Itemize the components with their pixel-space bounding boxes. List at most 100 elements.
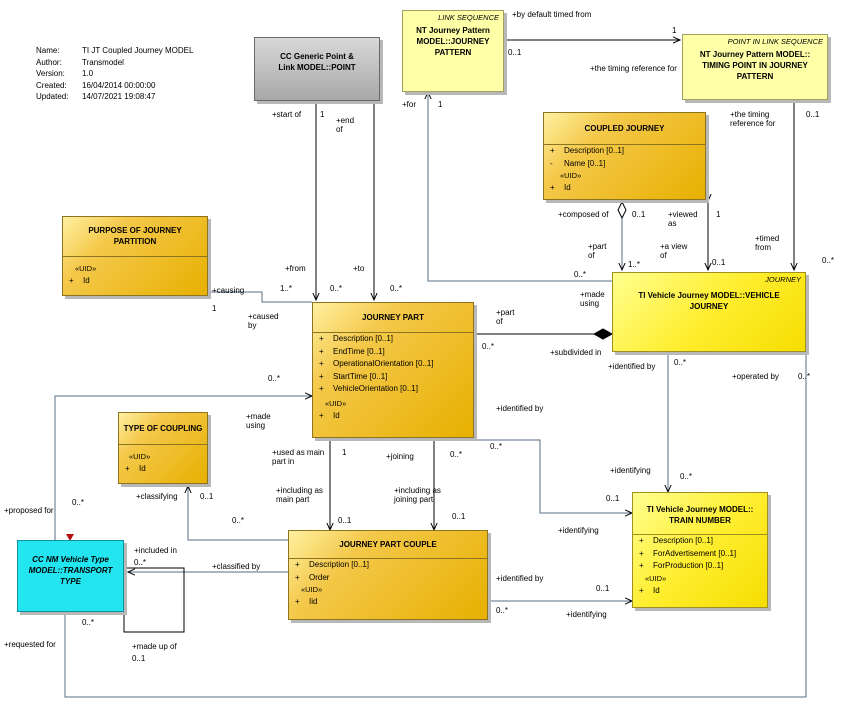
visibility: + (319, 346, 324, 356)
assoc-label: +causing (212, 286, 245, 295)
stereotype: POINT IN LINK SEQUENCE (727, 37, 823, 46)
assoc-label: +identified by (608, 362, 656, 371)
class-title: COUPLED JOURNEY (584, 124, 665, 133)
multiplicity: 1 (438, 100, 443, 109)
class-journey-part[interactable]: JOURNEY PART +Description [0..1] +EndTim… (312, 302, 474, 438)
link-proposed (54, 396, 312, 540)
class-purpose-of-journey-partition[interactable]: PURPOSE OF JOURNEY PARTITION «UID» +Id (62, 216, 208, 296)
multiplicity: 0..* (496, 606, 509, 615)
assoc-label: +timed from (755, 234, 780, 252)
attr-name: Iid (309, 597, 318, 606)
divider (633, 534, 767, 535)
class-title: JOURNEY PART (362, 313, 424, 322)
attr-name: Description [0..1] (653, 536, 714, 545)
stereotype: JOURNEY (765, 275, 801, 284)
multiplicity: 0..* (450, 450, 463, 459)
attr-name: Id (564, 183, 571, 192)
assoc-label: +requested for (4, 640, 56, 649)
assoc-label: +classified by (212, 562, 261, 571)
attribute: + OperationalOrientation [0..1] (313, 358, 473, 371)
multiplicity: 0..* (482, 342, 495, 351)
link-vj-pattern (428, 92, 612, 282)
diagram-metadata: Name:TI JT Coupled Journey MODEL Author:… (36, 45, 193, 103)
visibility: + (319, 410, 324, 420)
uid-stereotype: «UID» (129, 452, 151, 461)
link-operated (64, 352, 807, 698)
multiplicity: 1 (716, 210, 721, 219)
multiplicity: 1..* (280, 284, 293, 293)
attr-name: Id (653, 585, 660, 595)
multiplicity: 0..* (232, 516, 245, 525)
attribute: -Name [0..1] (544, 158, 705, 171)
attr-name: StartTime [0..1] (333, 371, 388, 381)
assoc-label: +including as main part (276, 486, 323, 504)
assoc-label: +joining (386, 452, 414, 461)
assoc-label: +identifying (558, 526, 599, 535)
assoc-label: +by default timed from (512, 10, 592, 19)
class-title: NT Journey Pattern MODEL::JOURNEY PATTER… (416, 26, 490, 57)
attr-name: Description [0..1] (333, 334, 394, 343)
multiplicity: 0..* (574, 270, 587, 279)
attribute: +StartTime [0..1] (313, 371, 473, 384)
meta-updated-row: Updated:14/07/2021 19:08:47 (36, 91, 193, 103)
class-title: TYPE OF COUPLING (123, 424, 203, 433)
class-title: NT Journey Pattern MODEL:: TIMING POINT … (699, 50, 811, 81)
class-journey-pattern[interactable]: LINK SEQUENCE NT Journey Pattern MODEL::… (402, 10, 504, 92)
class-transport-type[interactable]: CC NM Vehicle Type MODEL::TRANSPORT TYPE (17, 540, 124, 612)
divider (544, 144, 705, 145)
uid-stereotype: «UID» (645, 573, 667, 583)
meta-value: Transmodel (82, 57, 124, 67)
multiplicity: 0..* (330, 284, 343, 293)
warning-triangle-icon (66, 534, 74, 541)
multiplicity: 0..* (82, 618, 95, 627)
assoc-label: +identified by (496, 404, 544, 413)
class-journey-part-couple[interactable]: JOURNEY PART COUPLE +Description [0..1] … (288, 530, 488, 620)
meta-value: 1.0 (82, 69, 94, 78)
multiplicity: 0..1 (338, 516, 352, 525)
visibility: + (639, 585, 644, 595)
multiplicity: 0..1 (632, 210, 646, 219)
multiplicity: 1 (320, 110, 325, 119)
visibility: + (639, 561, 644, 570)
divider (289, 558, 487, 559)
assoc-label: +subdivided in (550, 348, 602, 357)
link-causing (208, 291, 312, 303)
assoc-label: +made using (580, 290, 605, 308)
assoc-label: +from (285, 264, 306, 273)
assoc-label: +made using (246, 412, 271, 430)
attr-name: ForProduction [0..1] (653, 561, 724, 570)
multiplicity: 1 (212, 304, 217, 313)
multiplicity: 0..1 (508, 48, 522, 57)
assoc-label: +the timing reference for (730, 110, 776, 128)
class-timing-point[interactable]: POINT IN LINK SEQUENCE NT Journey Patter… (682, 34, 828, 100)
multiplicity: 0..* (268, 374, 281, 383)
visibility: + (295, 572, 300, 582)
visibility: + (639, 548, 644, 558)
attribute: +ForAdvertisement [0..1] (633, 548, 767, 561)
multiplicity: 0..* (822, 256, 835, 265)
class-train-number[interactable]: TI Vehicle Journey MODEL:: TRAIN NUMBER … (632, 492, 768, 608)
uid-stereotype: «UID» (560, 171, 582, 180)
divider (119, 444, 207, 445)
uid-stereotype: «UID» (75, 264, 97, 273)
class-vehicle-journey[interactable]: JOURNEY TI Vehicle Journey MODEL::VEHICL… (612, 272, 806, 352)
uid-stereotype: «UID» (325, 398, 347, 408)
attribute: +Order (289, 572, 487, 585)
class-point[interactable]: CC Generic Point & Link MODEL::POINT (254, 37, 380, 101)
class-title: TI Vehicle Journey MODEL:: TRAIN NUMBER (646, 505, 754, 525)
multiplicity: 0..* (680, 472, 693, 481)
visibility: + (319, 359, 324, 368)
attribute: +Description [0..1] (313, 333, 473, 346)
aggregation-diamond-open (617, 200, 627, 220)
visibility: - (550, 158, 553, 168)
link-classifying (188, 486, 288, 541)
class-type-of-coupling[interactable]: TYPE OF COUPLING «UID» +Id (118, 412, 208, 484)
multiplicity: 0..1 (200, 492, 214, 501)
attr-name: OperationalOrientation [0..1] (333, 359, 434, 368)
assoc-label: +composed of (558, 210, 609, 219)
class-coupled-journey[interactable]: COUPLED JOURNEY +Description [0..1] -Nam… (543, 112, 706, 200)
class-title: JOURNEY PART COUPLE (339, 540, 437, 549)
meta-key: Updated: (36, 92, 69, 101)
meta-name-row: Name:TI JT Coupled Journey MODEL (36, 45, 193, 57)
assoc-label: +caused by (248, 312, 279, 330)
